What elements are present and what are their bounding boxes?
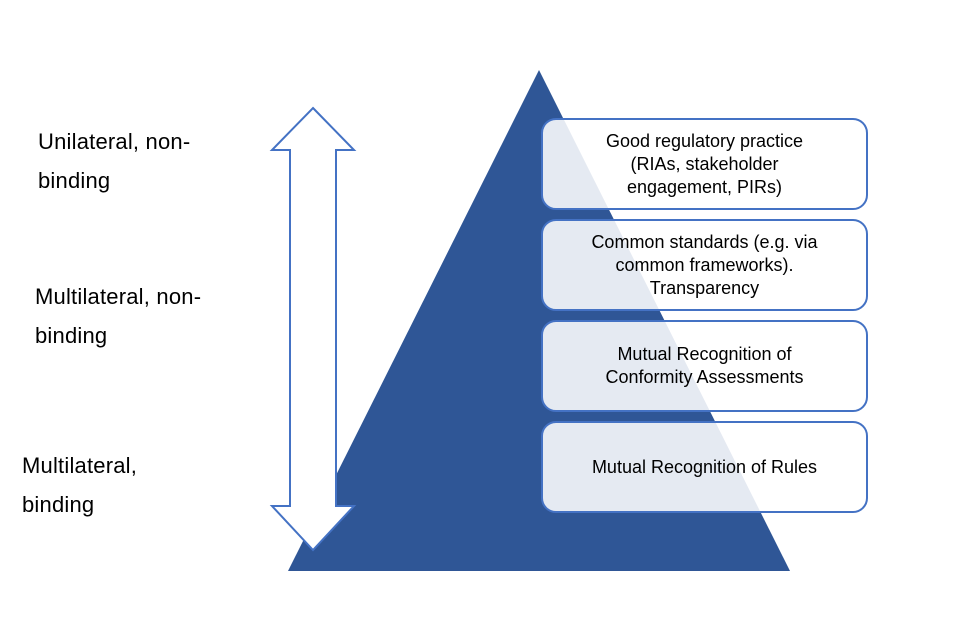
side-label-multilateral-binding: Multilateral, binding [22, 453, 138, 517]
pyramid-level-box-1: Good regulatory practice (RIAs, stakehol… [541, 118, 868, 210]
pyramid-level-4-text: Mutual Recognition of Rules [591, 456, 818, 477]
pyramid-level-box-2: Common standards (e.g. via common framew… [541, 219, 868, 311]
pyramid-level-3-text: Mutual Recognition of Conformity Assessm… [605, 344, 804, 387]
double-headed-vertical-arrow-icon [269, 106, 357, 552]
side-label-multilateral-non-binding: Multilateral, non- binding [35, 284, 202, 348]
side-label-unilateral-non-binding: Unilateral, non- binding [38, 129, 191, 193]
pyramid-level-2-text: Common standards (e.g. via common framew… [591, 231, 818, 298]
pyramid-level-box-4: Mutual Recognition of Rules [541, 421, 868, 513]
pyramid-level-1-text: Good regulatory practice (RIAs, stakehol… [605, 130, 804, 197]
pyramid-level-box-3: Mutual Recognition of Conformity Assessm… [541, 320, 868, 412]
